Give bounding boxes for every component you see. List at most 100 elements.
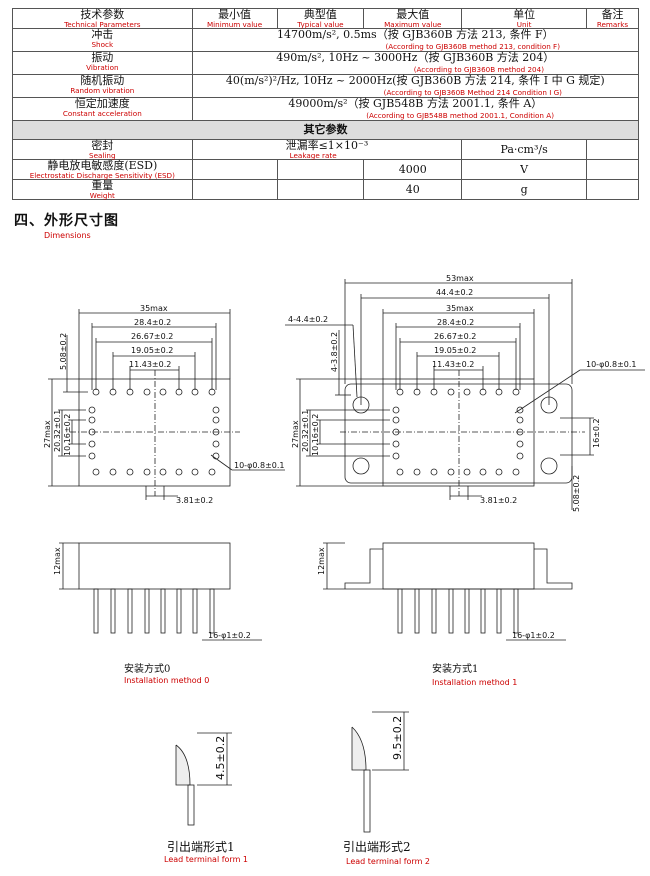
svg-text:5.08±0.2: 5.08±0.2 [59, 333, 68, 370]
pin-hole [516, 440, 524, 448]
caption-lead-form-2: 引出端形式2 [343, 840, 411, 854]
pin-hole [392, 452, 400, 460]
pin-hole [175, 388, 183, 396]
pin-hole [88, 406, 96, 414]
svg-text:12max: 12max [317, 547, 326, 575]
svg-text:9.5±0.2: 9.5±0.2 [391, 716, 404, 760]
pin-hole [126, 388, 134, 396]
pin-hole [126, 468, 134, 476]
right-dimension-labels: 53max 44.4±0.2 35max 28.4±0.2 26.67±0.2 … [288, 274, 637, 640]
svg-text:10-φ0.8±0.1: 10-φ0.8±0.1 [586, 360, 637, 369]
caption-method-0-en: Installation method 0 [124, 676, 210, 685]
pin-hole [88, 428, 96, 436]
pin-hole [88, 416, 96, 424]
pin-hole [463, 468, 471, 476]
lead-pin [93, 588, 99, 634]
svg-text:27max: 27max [43, 420, 52, 448]
pin-hole [396, 388, 404, 396]
svg-text:10.16±0.2: 10.16±0.2 [63, 414, 72, 456]
pin-hole [392, 440, 400, 448]
right-flange [344, 383, 573, 484]
pin-hole [463, 388, 471, 396]
lead-pin [176, 588, 182, 634]
lead-pin [160, 588, 166, 634]
pin-hole [516, 428, 524, 436]
caption-method-0: 安装方式0 [124, 664, 171, 675]
pin-hole [191, 388, 199, 396]
pin-hole [92, 388, 100, 396]
caption-method-1: 安装方式1 [432, 664, 479, 675]
svg-text:44.4±0.2: 44.4±0.2 [436, 288, 473, 297]
pin-hole [109, 388, 117, 396]
svg-text:26.67±0.2: 26.67±0.2 [131, 332, 173, 341]
lead-pin [397, 588, 403, 634]
lead-pin [209, 588, 215, 634]
table-row: 静电放电敏感度(ESD)Electrostatic Discharge Sens… [12, 159, 639, 180]
lead-pin [127, 588, 133, 634]
lead-pin [144, 588, 150, 634]
svg-text:28.4±0.2: 28.4±0.2 [437, 318, 474, 327]
svg-text:27max: 27max [291, 420, 300, 448]
pin-hole [392, 406, 400, 414]
caption-lead-form-2-en: Lead terminal form 2 [346, 857, 431, 866]
pin-hole [413, 468, 421, 476]
svg-text:35max: 35max [140, 304, 168, 313]
pin-hole [208, 388, 216, 396]
pin-hole [159, 468, 167, 476]
svg-text:20.32±0.1: 20.32±0.1 [53, 410, 62, 452]
svg-text:28.4±0.2: 28.4±0.2 [134, 318, 171, 327]
pin-hole [430, 468, 438, 476]
svg-text:10-φ0.8±0.1: 10-φ0.8±0.1 [234, 461, 285, 470]
svg-text:53max: 53max [446, 274, 474, 283]
svg-text:19.05±0.2: 19.05±0.2 [434, 346, 476, 355]
lead-pin [496, 588, 502, 634]
left-side-body [78, 542, 231, 590]
pin-hole [212, 440, 220, 448]
pin-hole [109, 468, 117, 476]
svg-text:35max: 35max [446, 304, 474, 313]
pin-hole [413, 388, 421, 396]
svg-text:19.05±0.2: 19.05±0.2 [131, 346, 173, 355]
pin-hole [88, 440, 96, 448]
pin-hole [212, 428, 220, 436]
svg-text:20.32±0.1: 20.32±0.1 [301, 410, 310, 452]
pin-hole [159, 388, 167, 396]
svg-text:16-φ1±0.2: 16-φ1±0.2 [208, 631, 251, 640]
pin-hole [212, 416, 220, 424]
lead-pin [192, 588, 198, 634]
svg-text:16-φ1±0.2: 16-φ1±0.2 [512, 631, 555, 640]
pin-hole [447, 388, 455, 396]
pin-hole [212, 406, 220, 414]
caption-method-1-en: Installation method 1 [432, 678, 518, 687]
pin-hole [479, 468, 487, 476]
pin-hole [430, 388, 438, 396]
pin-hole [516, 416, 524, 424]
pin-hole [495, 468, 503, 476]
pin-hole [175, 468, 183, 476]
caption-lead-form-1-en: Lead terminal form 1 [164, 855, 249, 864]
lead-pin [513, 588, 519, 634]
lead-pin [110, 588, 116, 634]
svg-text:10.16±0.2: 10.16±0.2 [311, 414, 320, 456]
pin-hole [143, 468, 151, 476]
svg-text:4.5±0.2: 4.5±0.2 [214, 736, 227, 780]
svg-text:16±0.2: 16±0.2 [592, 418, 601, 448]
pin-hole [396, 468, 404, 476]
svg-text:4-3.8±0.2: 4-3.8±0.2 [330, 332, 339, 372]
svg-text:12max: 12max [53, 547, 62, 575]
pin-hole [88, 452, 96, 460]
pin-hole [92, 468, 100, 476]
svg-text:3.81±0.2: 3.81±0.2 [480, 496, 517, 505]
pin-hole [512, 388, 520, 396]
svg-text:11.43±0.2: 11.43±0.2 [129, 360, 171, 369]
